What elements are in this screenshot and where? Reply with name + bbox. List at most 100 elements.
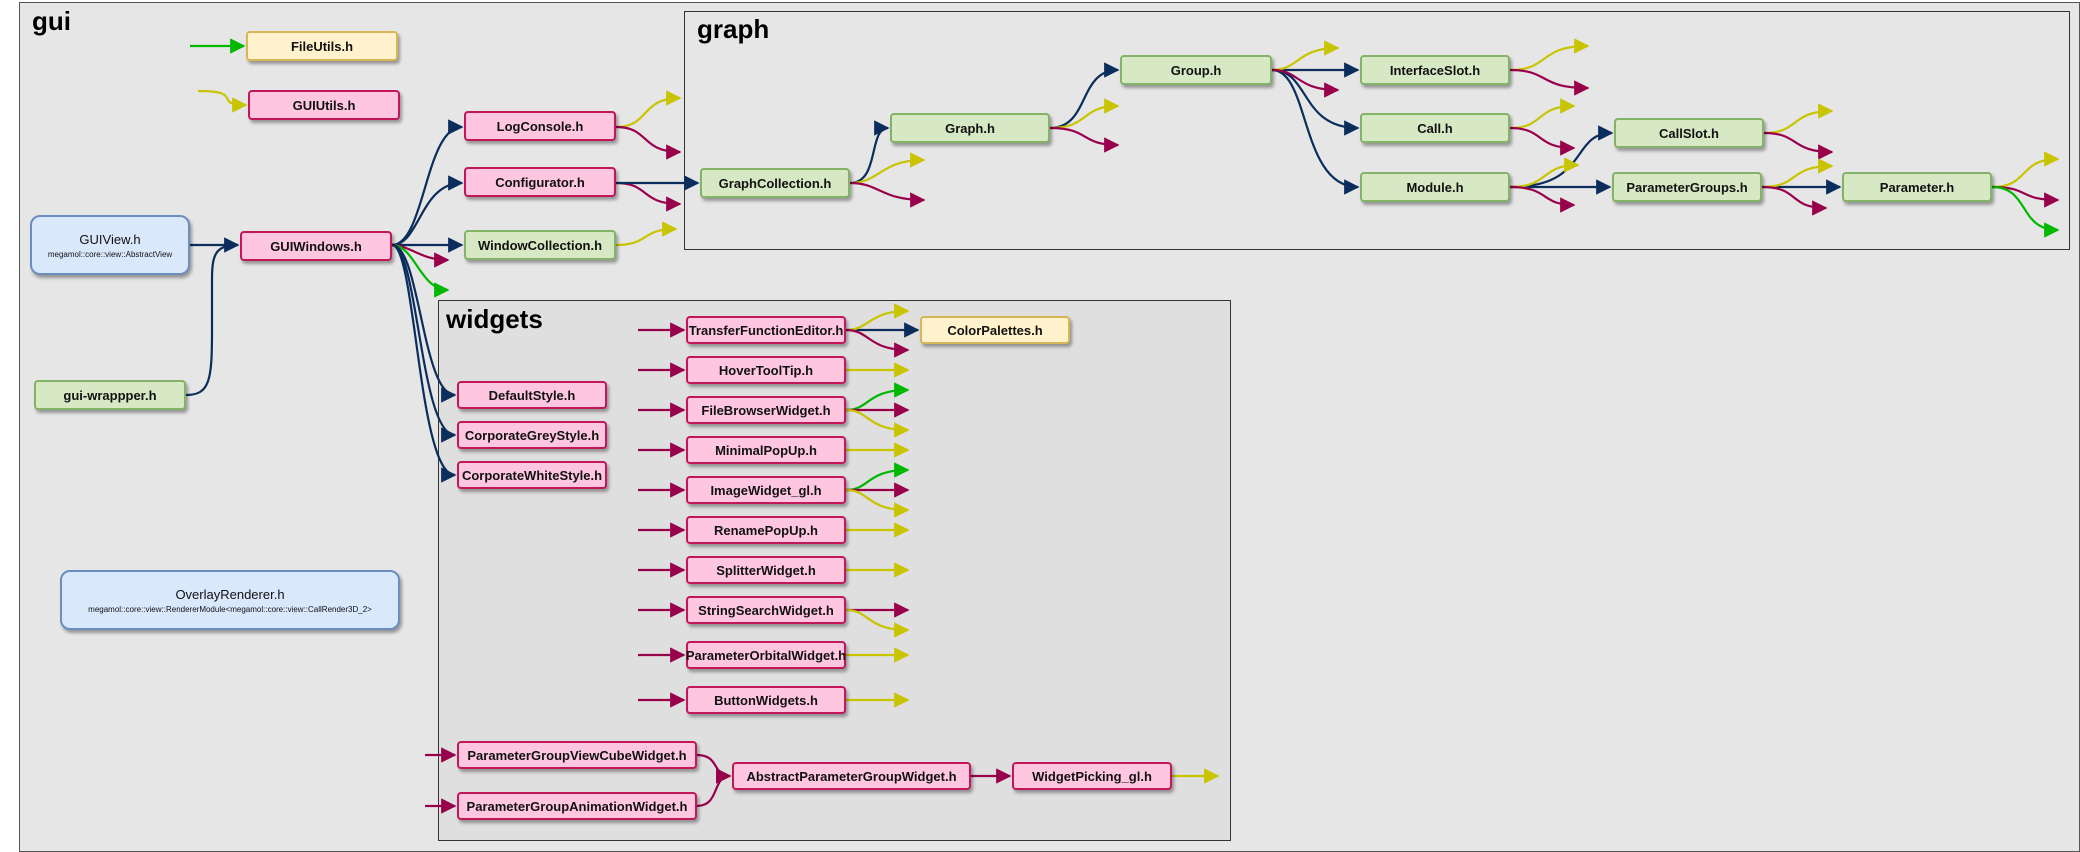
node-sublabel: megamol::core::view::RendererModule<mega… — [88, 604, 372, 614]
node-module[interactable]: Module.h — [1360, 172, 1510, 202]
node-label: Parameter.h — [1879, 179, 1955, 195]
node-defaultstyle[interactable]: DefaultStyle.h — [457, 381, 607, 409]
edge-parameter-out-green — [1991, 185, 2060, 238]
node-splitterwidget[interactable]: SplitterWidget.h — [686, 556, 846, 584]
node-parameterorbitalwidget[interactable]: ParameterOrbitalWidget.h — [686, 641, 846, 669]
node-windowcollection[interactable]: WindowCollection.h — [464, 230, 616, 260]
node-label: WindowCollection.h — [477, 237, 603, 253]
node-label: GUIView.h — [79, 231, 141, 247]
node-filebrowserwidget[interactable]: FileBrowserWidget.h — [686, 396, 846, 424]
edge-group-out-magenta — [1271, 68, 1340, 98]
node-fileutils[interactable]: FileUtils.h — [246, 31, 398, 61]
edge-module-callslot — [1509, 125, 1614, 189]
edge-stringsearch-out-yellow — [845, 608, 910, 638]
edge-tfe-out-magenta — [845, 328, 910, 358]
edge-group-module — [1271, 68, 1360, 195]
node-label: FileUtils.h — [290, 38, 354, 54]
edge-windowcollection-out-yellow — [615, 221, 678, 247]
node-call[interactable]: Call.h — [1360, 113, 1510, 143]
node-renamepopup[interactable]: RenamePopUp.h — [686, 516, 846, 544]
edge-guiwindows-logconsole — [391, 119, 464, 247]
node-stringsearchwidget[interactable]: StringSearchWidget.h — [686, 596, 846, 624]
edge-configurator-out-magenta — [615, 181, 682, 212]
node-label: ParameterGroups.h — [1626, 179, 1748, 195]
node-label: HoverToolTip.h — [718, 362, 814, 378]
node-hovertooltip[interactable]: HoverToolTip.h — [686, 356, 846, 384]
edge-callslot-out-magenta — [1763, 131, 1834, 160]
edge-graph-group — [1049, 62, 1120, 130]
edge-graphcollection-graph — [849, 120, 890, 185]
node-pgviewcube[interactable]: ParameterGroupViewCubeWidget.h — [457, 741, 697, 769]
node-label: gui-wrappper.h — [63, 387, 157, 403]
edge-into-guiutils — [197, 89, 248, 113]
edge-call-out-magenta — [1509, 126, 1576, 156]
node-label: ButtonWidgets.h — [714, 692, 818, 708]
edge-module-out-yellow — [1509, 157, 1580, 189]
node-interfaceslot[interactable]: InterfaceSlot.h — [1360, 55, 1510, 85]
edge-logconsole-out-magenta — [615, 125, 682, 160]
node-overlayrenderer[interactable]: OverlayRenderer.h megamol::core::view::R… — [60, 570, 400, 630]
node-corporatewhitestyle[interactable]: CorporateWhiteStyle.h — [457, 461, 607, 489]
node-label: GraphCollection.h — [718, 175, 832, 191]
edge-logconsole-out-yellow — [615, 90, 682, 129]
node-label: MinimalPopUp.h — [715, 442, 817, 458]
node-label: OverlayRenderer.h — [175, 586, 285, 602]
node-parameter[interactable]: Parameter.h — [1842, 172, 1992, 202]
edge-guiwindows-defaultstyle — [391, 243, 457, 403]
node-graph[interactable]: Graph.h — [890, 113, 1050, 143]
edge-parametergroups-out-yellow — [1761, 158, 1834, 189]
widgets-group-title: widgets — [446, 304, 543, 334]
node-parametergroups[interactable]: ParameterGroups.h — [1612, 172, 1762, 202]
edge-pganimation-abstract — [696, 768, 732, 808]
edge-imagewidget-out-green — [845, 462, 910, 492]
node-label: ParameterOrbitalWidget.h — [685, 647, 847, 663]
node-imagewidget[interactable]: ImageWidget_gl.h — [686, 476, 846, 504]
node-label: FileBrowserWidget.h — [701, 402, 831, 418]
edge-guiwindows-corporategrey — [391, 243, 457, 443]
node-guiview[interactable]: GUIView.h megamol::core::view::AbstractV… — [30, 215, 190, 275]
edge-pgviewcube-abstract — [696, 753, 732, 784]
node-label: AbstractParameterGroupWidget.h — [746, 768, 957, 784]
edge-guiwindows-configurator — [391, 175, 464, 247]
node-label: TransferFunctionEditor.h — [688, 322, 844, 338]
node-group[interactable]: Group.h — [1120, 55, 1272, 85]
node-guiutils[interactable]: GUIUtils.h — [248, 90, 400, 120]
node-label: Call.h — [1417, 120, 1453, 136]
node-minimalpopup[interactable]: MinimalPopUp.h — [686, 436, 846, 464]
node-label: CorporateWhiteStyle.h — [461, 467, 603, 483]
node-label: GUIUtils.h — [292, 97, 356, 113]
edge-graph-out-yellow — [1049, 98, 1120, 130]
edge-filebrowser-out-yellow — [845, 408, 910, 438]
node-label: ParameterGroupAnimationWidget.h — [466, 798, 688, 814]
edge-guiwindows-corporatewhite — [391, 243, 457, 483]
node-label: CorporateGreyStyle.h — [464, 427, 600, 443]
node-label: RenamePopUp.h — [713, 522, 818, 538]
edge-interfaceslot-out-magenta — [1509, 68, 1590, 96]
node-graphcollection[interactable]: GraphCollection.h — [700, 168, 850, 198]
node-label: ImageWidget_gl.h — [710, 482, 822, 498]
node-corporategreystyle[interactable]: CorporateGreyStyle.h — [457, 421, 607, 449]
node-guiwindows[interactable]: GUIWindows.h — [240, 231, 392, 261]
node-widgetpicking[interactable]: WidgetPicking_gl.h — [1012, 762, 1172, 790]
node-abstractparametergroupwidget[interactable]: AbstractParameterGroupWidget.h — [732, 762, 971, 790]
edge-module-out-magenta — [1509, 185, 1576, 213]
node-configurator[interactable]: Configurator.h — [464, 167, 616, 197]
node-colorpalettes[interactable]: ColorPalettes.h — [920, 316, 1070, 344]
edge-graphcollection-out-magenta — [849, 181, 926, 208]
edge-parametergroups-out-magenta — [1761, 185, 1828, 216]
node-label: WidgetPicking_gl.h — [1032, 768, 1152, 784]
node-label: DefaultStyle.h — [488, 387, 576, 403]
graph-group-title: graph — [697, 14, 770, 44]
node-guiwrapper[interactable]: gui-wrappper.h — [34, 380, 186, 410]
node-transferfunctioneditor[interactable]: TransferFunctionEditor.h — [686, 316, 846, 344]
node-label: CallSlot.h — [1659, 125, 1719, 141]
edge-tfe-out-yellow — [845, 303, 910, 332]
edge-group-out-yellow — [1271, 40, 1340, 72]
node-pganimation[interactable]: ParameterGroupAnimationWidget.h — [457, 792, 697, 820]
node-label: Group.h — [1170, 62, 1222, 78]
node-logconsole[interactable]: LogConsole.h — [464, 111, 616, 141]
node-callslot[interactable]: CallSlot.h — [1614, 118, 1764, 148]
node-buttonwidgets[interactable]: ButtonWidgets.h — [686, 686, 846, 714]
